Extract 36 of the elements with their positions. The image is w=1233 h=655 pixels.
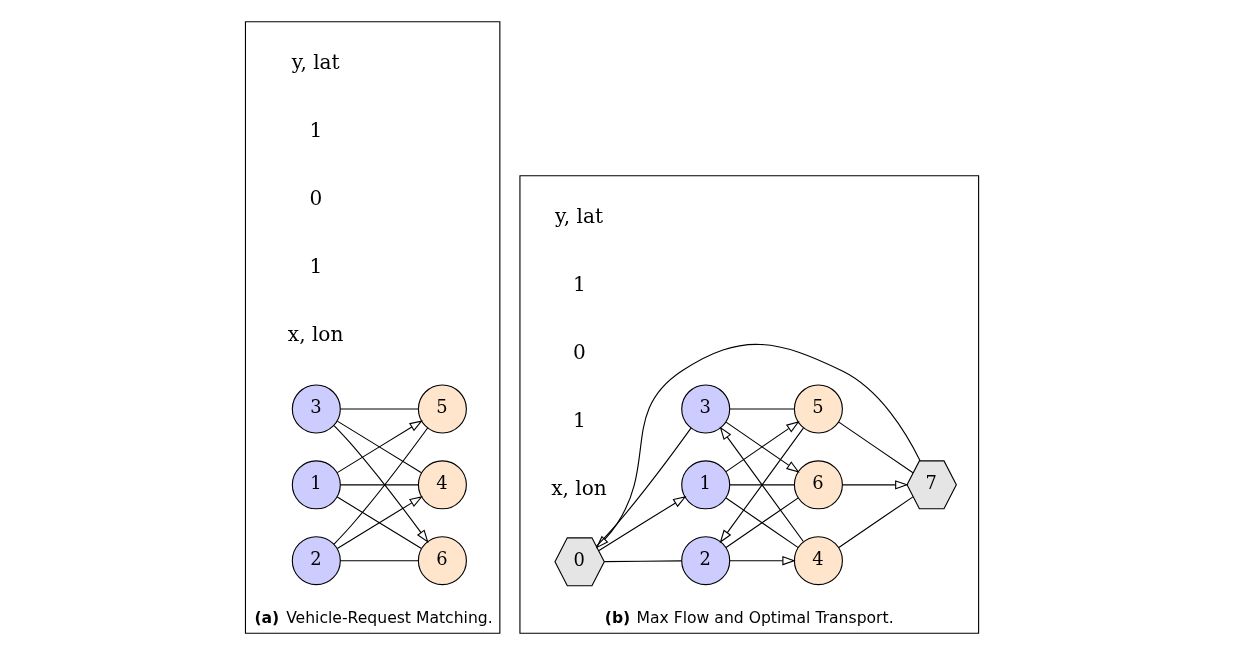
node-circle: 3 (681, 384, 731, 434)
label: 1 (309, 254, 323, 279)
label: 0 (572, 340, 586, 365)
connector (729, 408, 795, 410)
arrow (725, 421, 800, 473)
label: y, lat (291, 50, 340, 75)
label: y, lat (555, 204, 603, 229)
arrow (595, 343, 921, 549)
node-circle: 6 (417, 536, 467, 586)
label: 0 (309, 186, 323, 211)
connector (339, 560, 419, 562)
node-circle: 1 (291, 460, 341, 510)
node-circle: 4 (793, 536, 843, 586)
arrow (729, 556, 796, 566)
node-circle: 5 (793, 384, 843, 434)
connector (838, 496, 914, 549)
connector (838, 421, 914, 474)
node-circle: 3 (291, 384, 341, 434)
node-circle: 5 (417, 384, 467, 434)
connector (725, 497, 799, 549)
label: x, lon (551, 476, 607, 501)
label: x, lon (287, 322, 344, 347)
node-circle: 1 (681, 460, 731, 510)
label: 1 (309, 118, 323, 143)
node-circle: 2 (291, 536, 341, 586)
node-circle: 2 (681, 536, 731, 586)
connector (339, 408, 419, 410)
connector (603, 560, 683, 563)
node-circle: 4 (417, 460, 467, 510)
label: 1 (572, 408, 586, 433)
connector (595, 427, 692, 547)
arrow (841, 480, 909, 490)
node-circle: 6 (793, 460, 843, 510)
connector (729, 484, 795, 486)
label: 1 (572, 272, 586, 297)
arrow (598, 496, 687, 551)
